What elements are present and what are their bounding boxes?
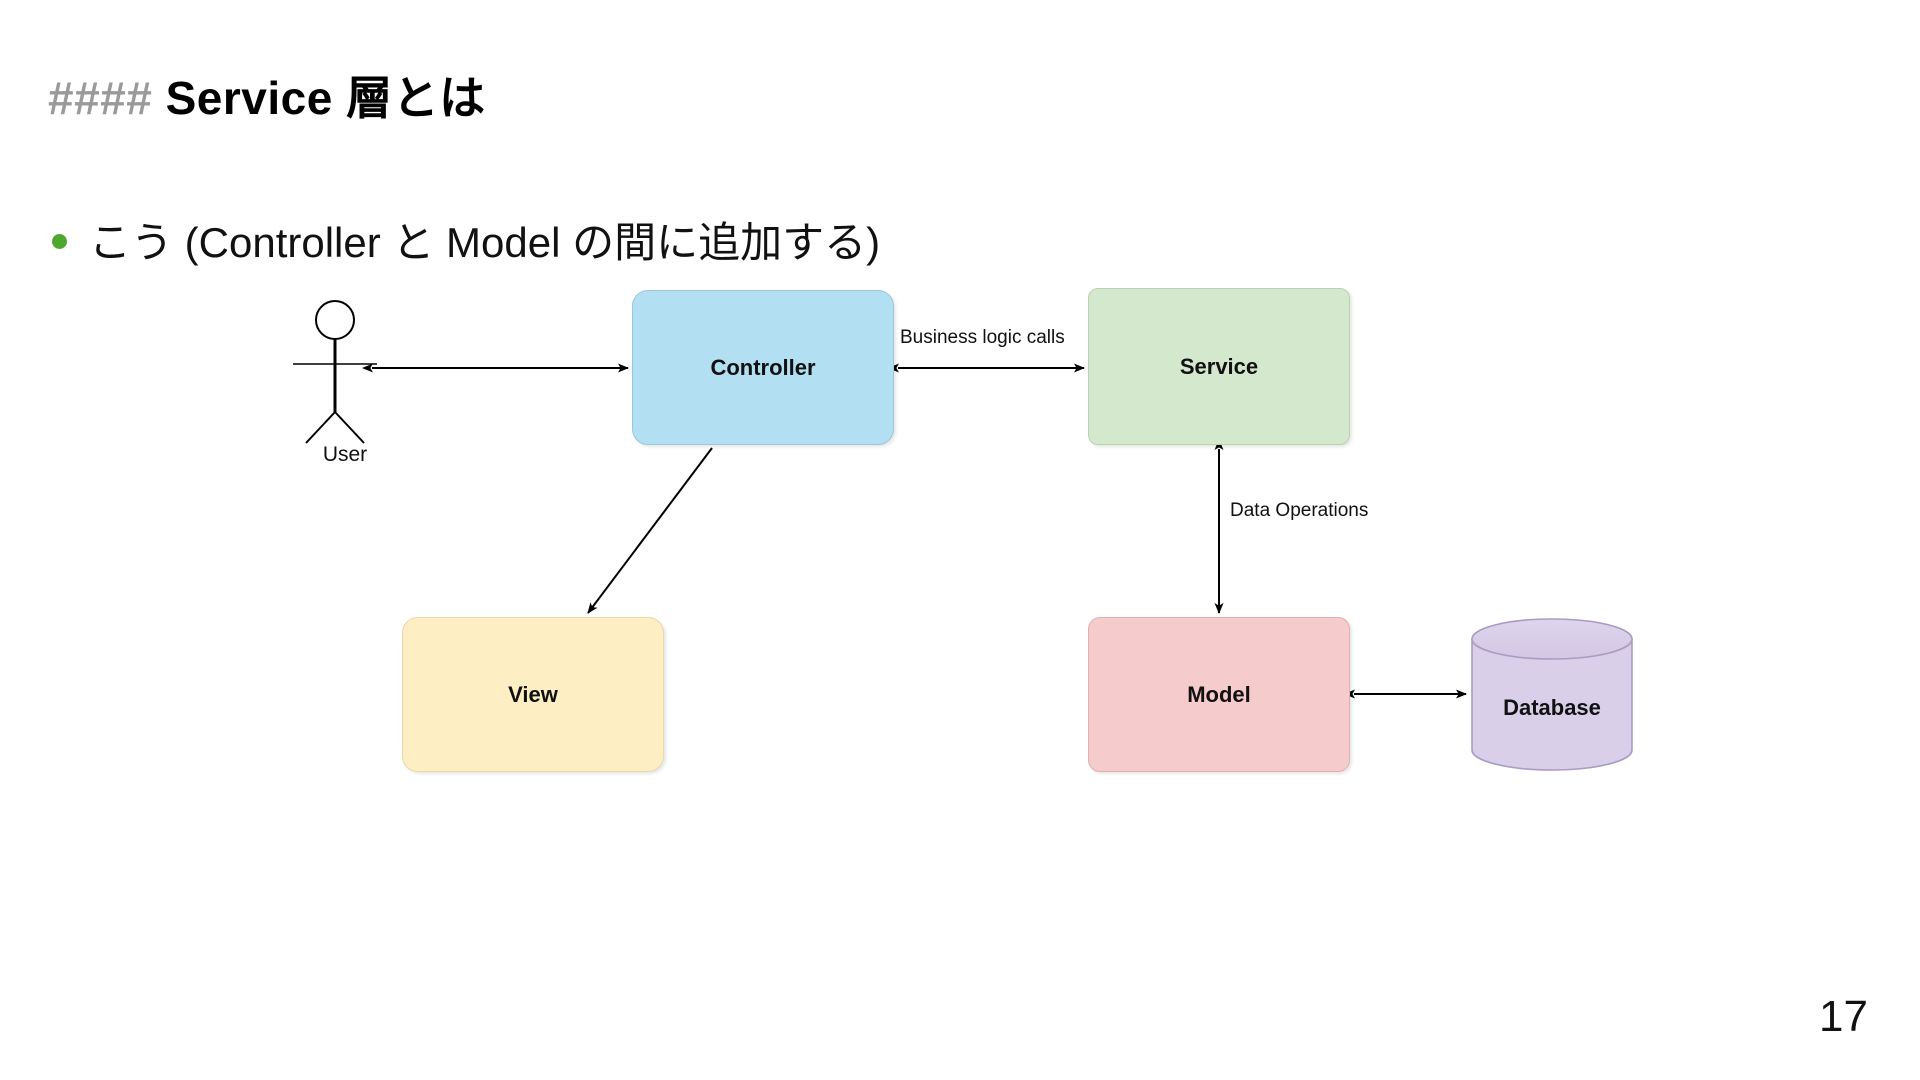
- node-label: Model: [1187, 681, 1251, 707]
- node-label: Service: [1179, 353, 1259, 379]
- page-number: 17: [1819, 992, 1868, 1041]
- title-text: Service 層とは: [165, 72, 486, 124]
- user-actor-icon: [293, 300, 377, 444]
- bullet-marker-icon: [52, 234, 67, 249]
- diagram-node-service[interactable]: Service: [1088, 288, 1350, 445]
- diagram-node-view[interactable]: View: [402, 617, 664, 772]
- page-title: #### Service 層とは: [48, 62, 486, 128]
- edge-controller-view: [587, 447, 713, 614]
- diagram-node-model[interactable]: Model: [1088, 617, 1350, 772]
- diagram-node-controller[interactable]: Controller: [632, 290, 894, 445]
- edge-label-data-operations: Data Operations: [1228, 500, 1371, 522]
- database-cylinder-icon: [1471, 618, 1633, 771]
- node-label: Database: [1503, 695, 1601, 720]
- diagram-node-database[interactable]: Database: [1470, 617, 1634, 772]
- node-label: View: [508, 681, 558, 707]
- node-label: Controller: [710, 354, 816, 380]
- title-hash-prefix: ####: [48, 72, 166, 124]
- list-item: こう (Controller と Model の間に追加する): [52, 218, 1552, 268]
- bullet-list: こう (Controller と Model の間に追加する): [52, 218, 1552, 268]
- edge-label-business-logic-calls: Business logic calls: [898, 327, 1067, 349]
- actor-label-user: User: [322, 443, 368, 466]
- bullet-item-label: こう (Controller と Model の間に追加する): [89, 219, 881, 266]
